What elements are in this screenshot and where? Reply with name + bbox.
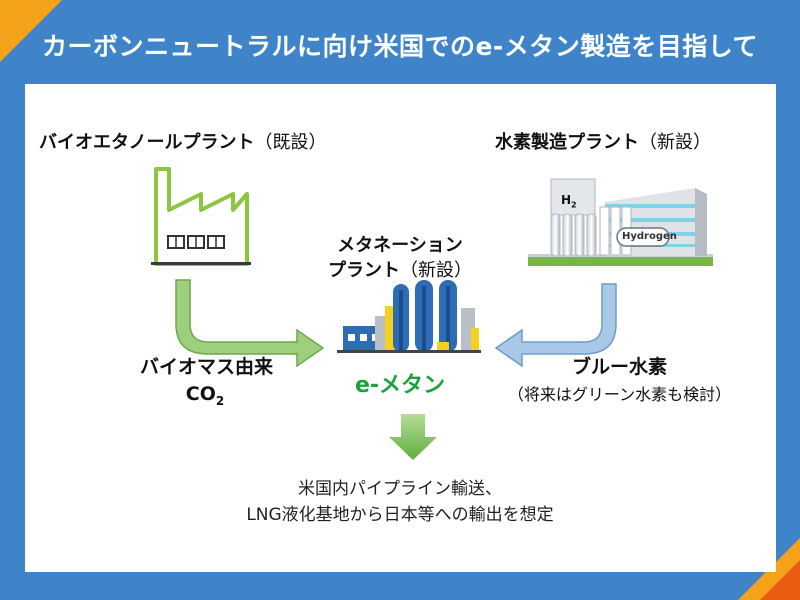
corner-decoration-top-left xyxy=(0,0,62,62)
hydrogen-flow-arrow xyxy=(494,283,617,368)
bio-plant-label: バイオエタノールプラント（既設） xyxy=(39,132,327,153)
e-methane-label: e-メタン xyxy=(354,373,446,398)
h2-tank-label: H2 xyxy=(561,193,577,210)
diagram-canvas xyxy=(151,167,713,460)
page-title: カーボンニュートラルに向け米国でのe-メタン製造を目指して xyxy=(41,32,759,61)
methanation-plant-label: メタネーション プラント（新設） xyxy=(328,235,472,281)
footer-line-2: LNG液化基地から日本等への輸出を想定 xyxy=(246,505,554,525)
methanation-plant-icon xyxy=(337,280,481,353)
diagram-panel: H2 Hydrogen バイオエタノールプラント（既設） 水素製造プラント（新設… xyxy=(25,84,776,572)
down-arrow xyxy=(389,414,437,460)
hydrogen-plant-icon xyxy=(528,178,713,266)
blue-hydrogen-label: ブルー水素 （将来はグリーン水素も検討） xyxy=(507,356,732,404)
hydrogen-badge: Hydrogen xyxy=(622,231,677,242)
co2-flow-arrow xyxy=(175,279,325,368)
factory-icon xyxy=(151,167,251,266)
co2-label: バイオマス由来 CO2 xyxy=(140,356,274,408)
footer-line-1: 米国内パイプライン輸送、 xyxy=(298,479,502,499)
h2-plant-label: 水素製造プラント（新設） xyxy=(495,132,711,153)
